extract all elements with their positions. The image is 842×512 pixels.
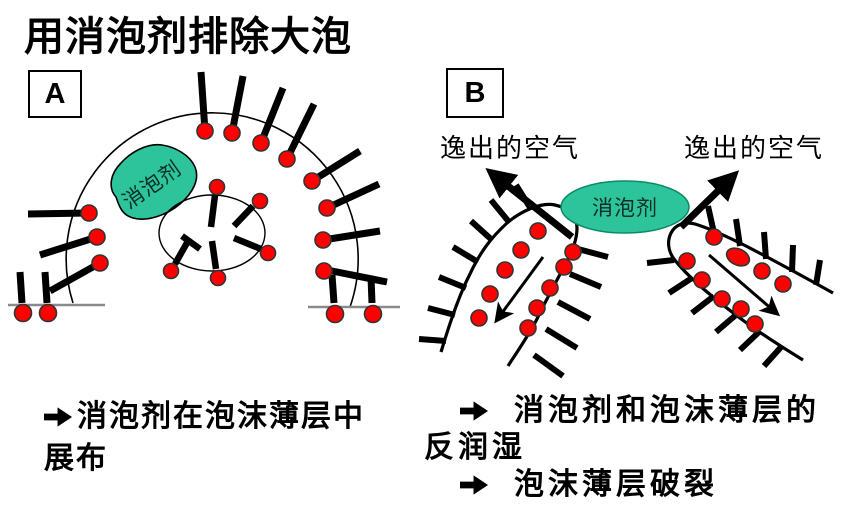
caption-a-line1: 消泡剂在泡沫薄层中 [44, 396, 365, 438]
retracting-film-right [646, 205, 834, 369]
defoamer-blob [110, 143, 198, 220]
caption-b-line1: 消泡剂和泡沫薄层的 [424, 392, 820, 429]
caption-b-text2: 反润湿 [424, 431, 526, 464]
surfactant-tails-small-bubble [172, 194, 263, 270]
defoamer-label-b: 消泡剂 [592, 196, 658, 220]
escaping-air-arrow-right [678, 170, 740, 230]
panel-a-label: A [28, 70, 82, 118]
caption-b-line3: 泡沫薄层破裂 [424, 466, 820, 503]
caption-b-line2: 反润湿 [424, 429, 820, 466]
arrow-bullet-icon [460, 401, 489, 421]
surfactant-tails-dome [16, 71, 388, 304]
defoamer-ellipse [560, 180, 690, 234]
surfactant-heads-a [13, 122, 383, 324]
escaping-air-label-left: 逸出的空气 [440, 134, 581, 163]
panel-b-letter: B [464, 76, 486, 109]
escaping-air-arrow-left [485, 167, 575, 240]
panel-b-rupture-diagram: 消泡剂 [418, 167, 834, 379]
panel-a-letter: A [44, 77, 66, 110]
caption-b-text1: 消泡剂和泡沫薄层的 [514, 394, 820, 427]
arrow-bullet-icon [460, 475, 489, 495]
surfactant-heads-b-right [678, 228, 792, 333]
surfactant-heads-b-left [470, 222, 582, 337]
escaping-air-label-right: 逸出的空气 [684, 134, 825, 163]
caption-a-line2: 展布 [44, 438, 365, 480]
panel-a-bubble-diagram: 消泡剂 [8, 71, 400, 324]
retracting-film-left [418, 183, 609, 379]
film-right-ticks [646, 205, 823, 369]
caption-a-text2: 展布 [44, 442, 108, 475]
drain-arrow-left [494, 256, 545, 324]
caption-b-text3: 泡沫薄层破裂 [514, 468, 718, 501]
large-bubble-arc [65, 112, 359, 308]
arrow-bullet-icon [44, 407, 73, 427]
caption-a-text1: 消泡剂在泡沫薄层中 [77, 400, 365, 433]
drain-arrow-right [708, 253, 781, 317]
page-title: 用消泡剂排除大泡 [24, 14, 352, 59]
panel-b-caption: 消泡剂和泡沫薄层的 反润湿 泡沫薄层破裂 [424, 392, 820, 503]
panel-a-caption: 消泡剂在泡沫薄层中 展布 [44, 396, 365, 480]
panel-b-label: B [446, 68, 504, 118]
